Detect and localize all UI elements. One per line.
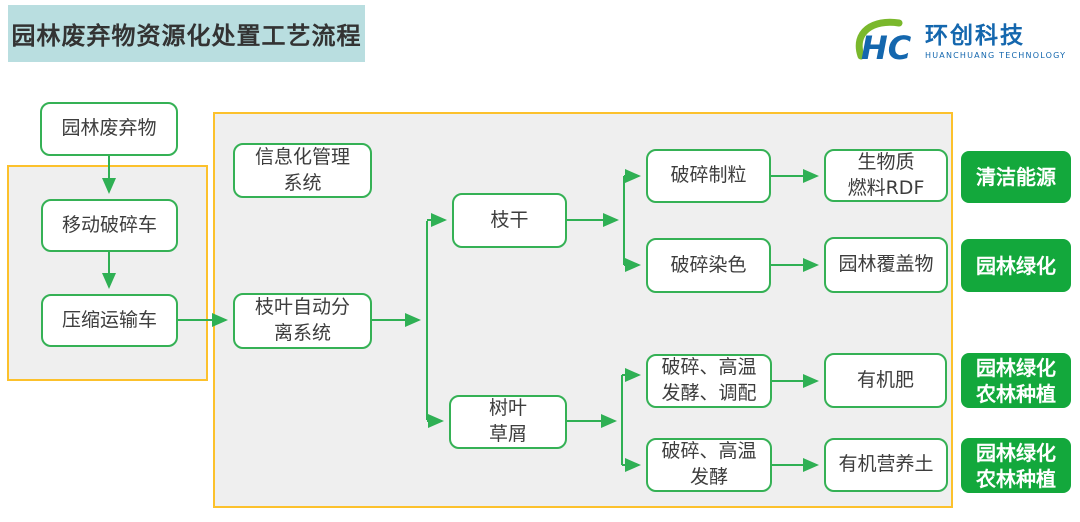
output-clean-energy: 清洁能源 xyxy=(961,151,1071,203)
svg-text:HC: HC xyxy=(861,29,912,67)
node-crush-dye: 破碎染色 xyxy=(646,238,771,293)
node-leaves-grass: 树叶 草屑 xyxy=(449,395,567,449)
logo-brand-cn: 环创科技 xyxy=(925,22,1025,49)
logo-brand-en: HUANCHUANG TECHNOLOGY xyxy=(925,51,1067,61)
output-landscaping-farming-1: 园林绿化 农林种植 xyxy=(961,353,1071,408)
page-title: 园林废弃物资源化处置工艺流程 xyxy=(8,5,365,62)
node-crush-ferment-blend: 破碎、高温 发酵、调配 xyxy=(646,354,772,408)
node-compress-truck: 压缩运输车 xyxy=(41,294,178,347)
company-logo: HC 环创科技 HUANCHUANG TECHNOLOGY xyxy=(853,14,1066,70)
node-garden-waste: 园林废弃物 xyxy=(40,102,178,156)
node-info-system: 信息化管理 系统 xyxy=(233,143,372,198)
node-garden-mulch: 园林覆盖物 xyxy=(824,237,948,293)
node-crush-ferment: 破碎、高温 发酵 xyxy=(646,438,772,492)
node-branches: 枝干 xyxy=(452,193,567,248)
node-organic-soil: 有机营养土 xyxy=(824,438,948,492)
node-organic-fertilizer: 有机肥 xyxy=(824,353,947,408)
node-separation-system: 枝叶自动分 离系统 xyxy=(233,293,372,349)
output-landscaping: 园林绿化 xyxy=(961,239,1071,292)
node-biomass-rdf: 生物质 燃料RDF xyxy=(824,149,948,202)
output-landscaping-farming-2: 园林绿化 农林种植 xyxy=(961,438,1071,493)
node-crush-granulate: 破碎制粒 xyxy=(646,149,771,203)
node-mobile-crusher: 移动破碎车 xyxy=(41,199,178,252)
logo-mark-icon: HC xyxy=(855,18,912,67)
